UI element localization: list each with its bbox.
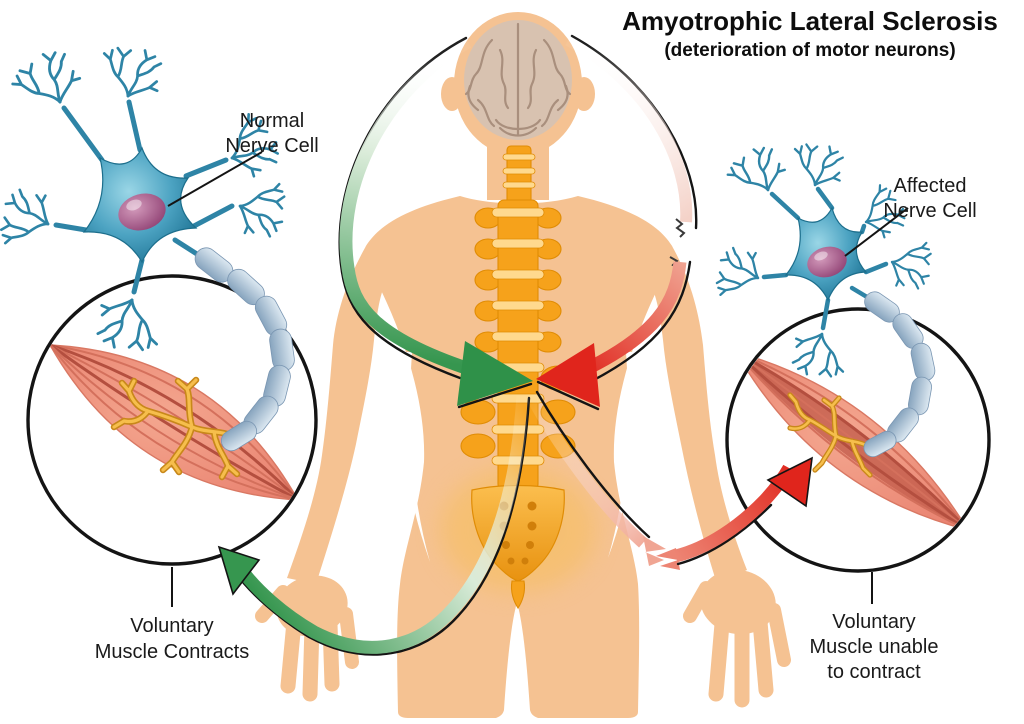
right-circle-outline [725, 307, 991, 573]
normal-axon-myelin [194, 247, 295, 452]
left-outcome-label-line2: Muscle Contracts [95, 641, 250, 663]
affected-axon-myelin [863, 291, 936, 458]
affected-signal-arc [536, 34, 698, 411]
right-waist-highlight [608, 352, 637, 558]
affected-cell-nucleus [807, 246, 847, 278]
normal-cell-nucleus [118, 193, 166, 231]
coccyx [510, 580, 526, 609]
left-magnifier-circle [26, 274, 318, 566]
left-circle-outline [26, 274, 318, 566]
signal-break-mark [675, 218, 686, 238]
brain-illustration [464, 20, 572, 140]
ribbon-tear-left [643, 536, 666, 566]
motor-end-plate-healthy [110, 376, 241, 481]
blocked-signal-ribbon [525, 390, 813, 570]
green-arrowhead-muscle [217, 545, 261, 596]
affected-cell-label-line1: Affected [893, 175, 966, 197]
affected-cell-label-line2: Nerve Cell [883, 200, 976, 222]
human-body [255, 12, 791, 718]
red-arrowhead-spine [536, 343, 600, 407]
normal-cell-pointer-line [167, 151, 263, 207]
normal-signal-arc [338, 36, 533, 409]
left-outcome-label-line1: Voluntary [130, 615, 213, 637]
ribbon-tear-right [656, 548, 680, 570]
page-title: Amyotrophic Lateral Sclerosis [622, 6, 998, 36]
right-arm [608, 229, 747, 585]
normal-cell-label-line2: Nerve Cell [225, 135, 318, 157]
red-arrowhead-muscle [766, 456, 813, 508]
normal-signal-ribbon [217, 395, 531, 656]
left-arm [287, 229, 430, 585]
right-outcome-label-line3: to contract [827, 661, 921, 683]
page-subtitle: (deterioration of motor neurons) [664, 40, 955, 61]
right-hand [683, 569, 791, 708]
affected-cell-pointer-line [844, 207, 909, 257]
right-magnifier-circle [725, 307, 991, 573]
affected-nerve-cell-illustration [713, 139, 936, 458]
green-arrowhead-spine [457, 341, 533, 406]
normal-cell-label-line1: Normal [240, 110, 304, 132]
motor-end-plate-affected [787, 392, 873, 478]
normal-nerve-cell-illustration [0, 42, 295, 452]
right-outcome-label-line1: Voluntary [832, 611, 915, 633]
right-outcome-label-line2: Muscle unable [810, 636, 939, 658]
left-waist-highlight [401, 352, 430, 562]
